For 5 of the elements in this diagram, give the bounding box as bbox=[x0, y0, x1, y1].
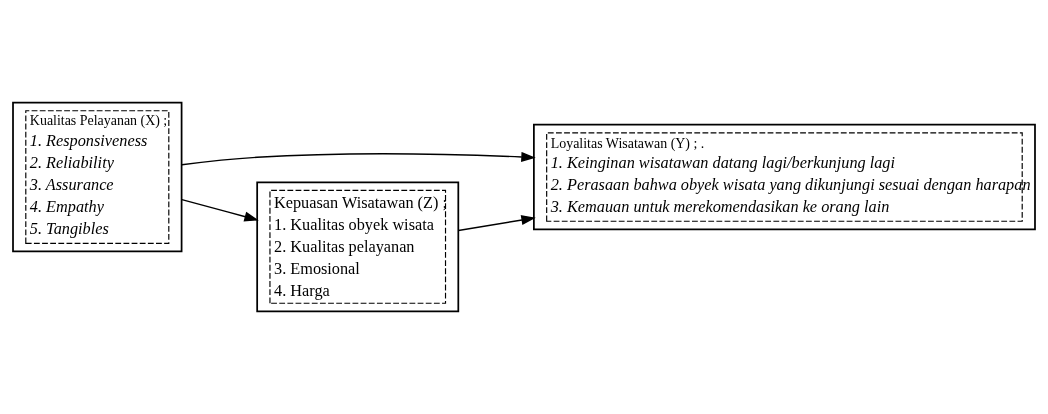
node-box: Loyalitas Wisatawan (Y) ; . 1. Keinginan wisatawan datang lagi/berkunjung lagi 2. Perasaan bahwa obyek wisata yang dikunjungi sesuai dengan harapan 3. Kemauan untuk merekomendasikan ke orang lain bbox=[533, 123, 1036, 231]
arrow bbox=[181, 151, 536, 166]
node-box: Kualitas Pelayanan (X) ; 1. Responsiveness 2. Reliability 3. Assurance 4. Empathy 5. Tangibles bbox=[12, 101, 183, 253]
arrow bbox=[181, 198, 259, 222]
arrow bbox=[457, 215, 536, 232]
